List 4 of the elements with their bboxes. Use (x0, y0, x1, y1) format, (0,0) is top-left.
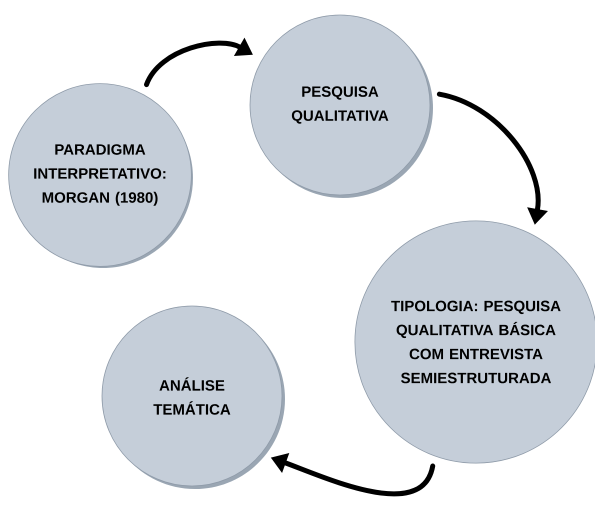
circle-node: TIPOLOGIA: PESQUISA QUALITATIVA BÁSICA COM ENTREVISTA SEMIESTRUTURADA (354, 220, 595, 464)
circle-node: PESQUISA QUALITATIVA (250, 14, 433, 198)
circle-node: ANÁLISE TEMÁTICA (102, 306, 285, 489)
circle-node: PARADIGMA INTERPRETATIVO: MORGAN (1980) (8, 83, 193, 268)
